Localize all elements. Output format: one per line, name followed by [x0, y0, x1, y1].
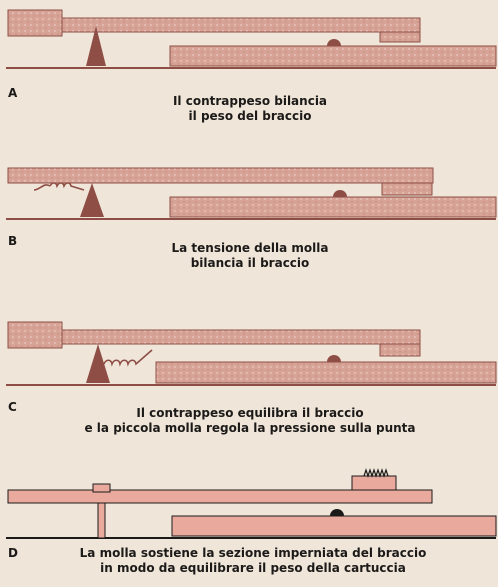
panel-c-counterweight	[7, 321, 63, 349]
panel-b-spring	[33, 182, 85, 191]
panel-c-caption-line-1: Il contrappeso equilibra il braccio	[136, 406, 364, 420]
panel-c-arm	[61, 329, 421, 345]
panel-a-caption-line-1: Il contrappeso bilancia	[172, 94, 328, 108]
panel-c-caption-line-2: e la piccola molla regola la pressione s…	[84, 421, 416, 435]
panel-d-drawing	[6, 468, 497, 539]
panel-c-headshell	[379, 343, 421, 357]
panel-b-headshell	[381, 182, 433, 196]
panel-b-pivot	[80, 183, 104, 217]
panel-c-spring	[103, 349, 153, 367]
panel-b-caption: La tensione della molla bilancia il brac…	[100, 241, 400, 271]
panel-d-spring	[363, 468, 389, 478]
panel-b-spindle	[333, 190, 347, 197]
panel-a-caption-line-2: il peso del braccio	[188, 109, 312, 123]
panel-d-letter: D	[8, 546, 18, 560]
panel-d-record	[171, 515, 497, 537]
panel-c-caption: Il contrappeso equilibra il braccio e la…	[20, 406, 480, 436]
panel-a-letter: A	[8, 86, 18, 100]
panel-b-record	[169, 196, 497, 218]
panel-a-caption: Il contrappeso bilancia il peso del brac…	[100, 94, 400, 124]
panel-a-headshell	[379, 31, 421, 43]
panel-a-counterweight	[7, 9, 63, 37]
panel-c-pivot	[86, 344, 110, 383]
panel-b-arm	[7, 167, 434, 184]
panel-c-spindle	[327, 355, 341, 362]
panel-d-caption-line-1: La molla sostiene la sezione imperniata …	[79, 546, 427, 560]
panel-a-drawing	[6, 9, 497, 69]
panel-b-letter: B	[8, 234, 18, 248]
panel-b-drawing	[6, 167, 497, 220]
panel-d-caption: La molla sostiene la sezione imperniata …	[18, 546, 488, 576]
panel-c-drawing	[6, 321, 497, 386]
panel-d-post-cap	[92, 483, 111, 493]
panel-b-caption-line-1: La tensione della molla	[171, 241, 329, 255]
panel-a-arm	[61, 17, 421, 33]
panel-c-record	[155, 361, 497, 384]
panel-d-caption-line-2: in modo da equilibrare il peso della car…	[100, 561, 406, 575]
panel-b-caption-line-2: bilancia il braccio	[190, 256, 310, 270]
panel-d-post	[97, 502, 106, 539]
panel-a-record	[169, 45, 497, 67]
panel-d-pivot-block	[351, 475, 397, 491]
panel-a-pivot	[86, 26, 106, 66]
panel-a-spindle	[327, 39, 341, 46]
panel-d-arm	[7, 489, 433, 504]
panel-c-letter: C	[8, 400, 17, 414]
panel-d-spindle	[330, 509, 344, 516]
